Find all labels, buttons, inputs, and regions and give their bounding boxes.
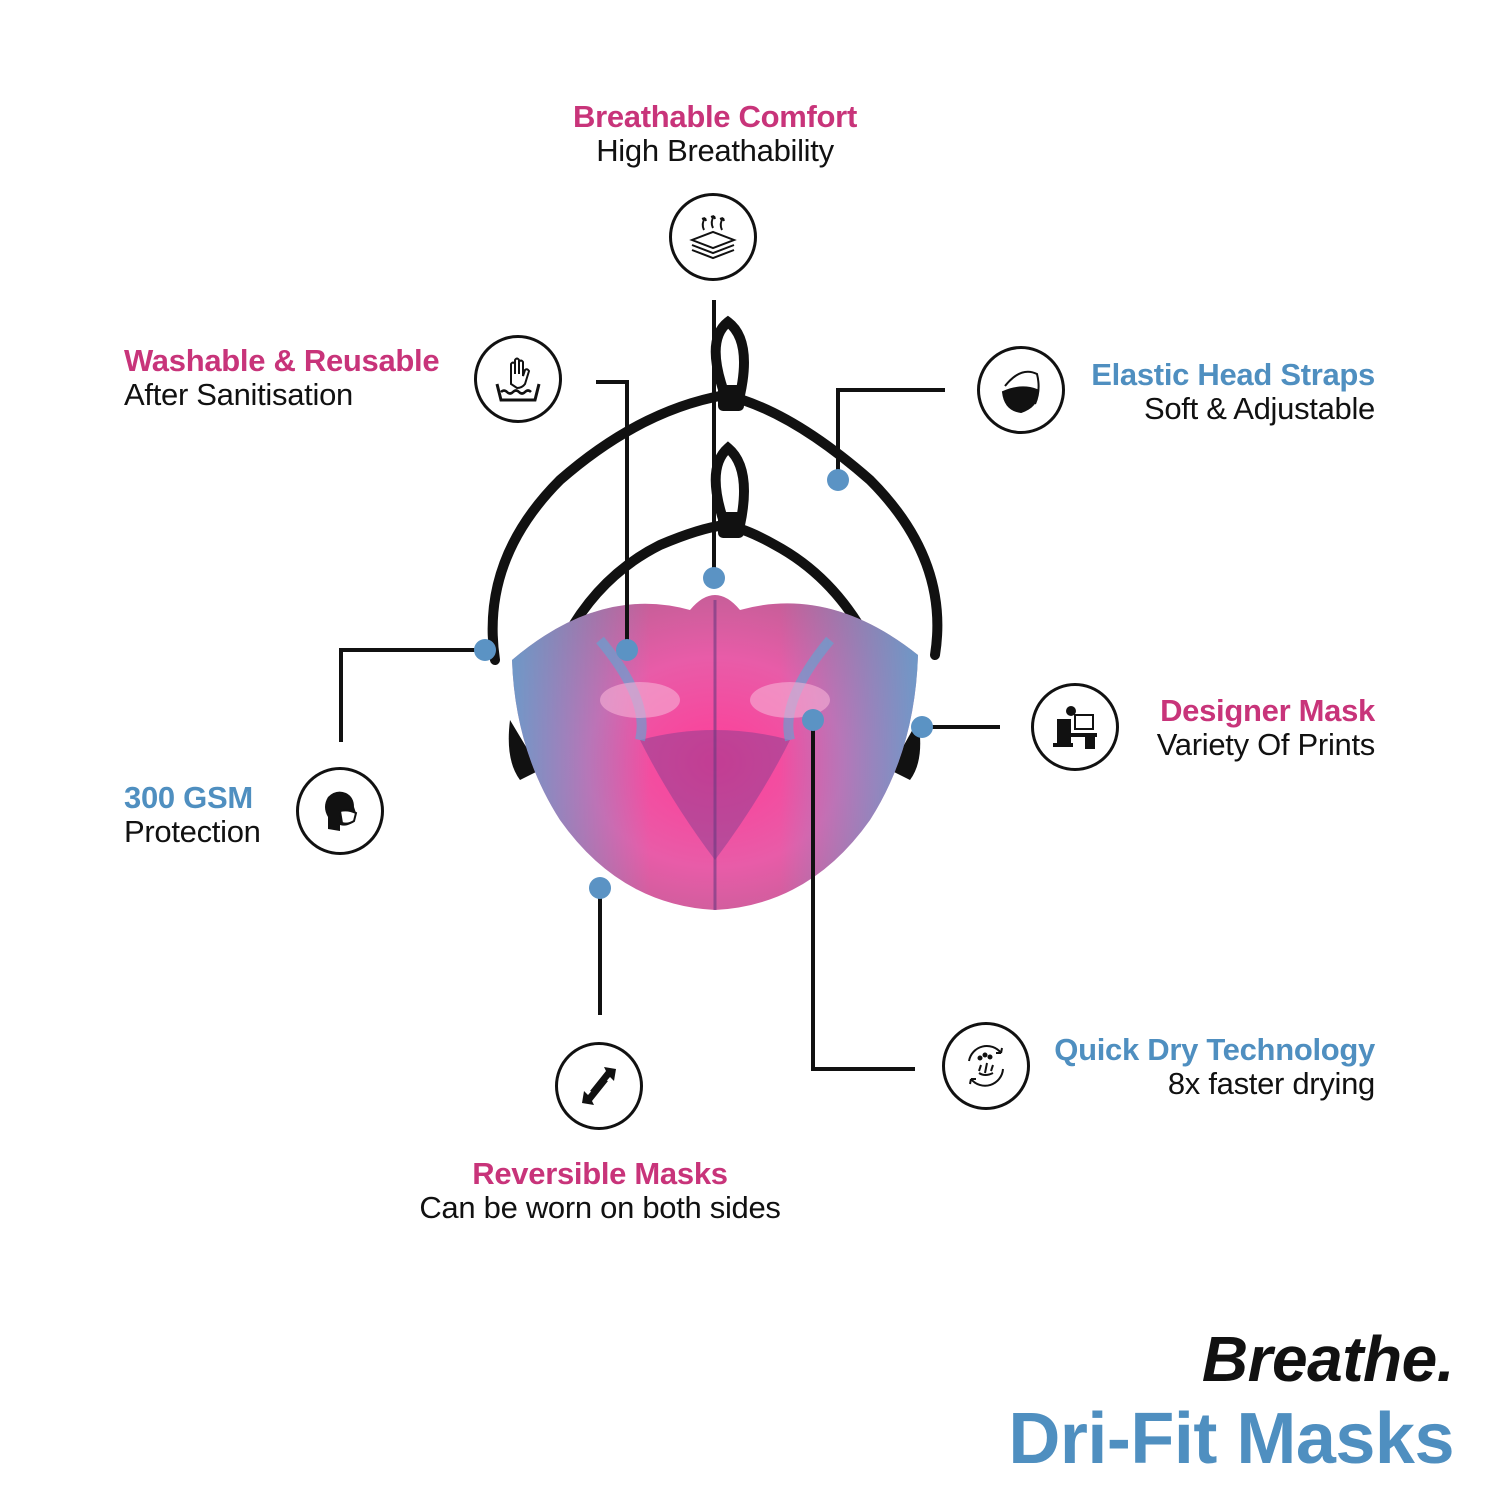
brand-product-name: Dri-Fit Masks [1008,1399,1454,1479]
hand-wash-icon [474,335,562,423]
face-mask-icon [977,346,1065,434]
feature-title: Elastic Head Straps [1091,357,1375,392]
feature-subtitle: Can be worn on both sides [419,1190,781,1226]
feature-subtitle: Protection [124,814,261,850]
feature-designer: Designer Mask Variety Of Prints [1035,693,1376,763]
feature-title: Reversible Masks [472,1156,728,1191]
feature-subtitle: Variety Of Prints [1156,727,1376,763]
reverse-arrows-icon [555,1042,643,1130]
feature-title: Designer Mask [1160,693,1375,728]
feature-subtitle: 8x faster drying [1167,1066,1375,1102]
feature-title: 300 GSM [124,780,253,815]
feature-subtitle: After Sanitisation [124,377,353,413]
connector-lines [339,300,1000,1071]
feature-elastic: Elastic Head Straps Soft & Adjustable [1035,357,1375,427]
designer-desk-icon [1031,683,1119,771]
feature-title: Quick Dry Technology [1054,1032,1375,1067]
feature-subtitle: Soft & Adjustable [1143,391,1375,427]
feature-washable: Washable & Reusable After Sanitisation [124,343,464,413]
feature-reversible: Reversible Masks Can be worn on both sid… [380,1156,820,1226]
head-with-mask-icon [296,767,384,855]
connector-dots [474,469,933,899]
feature-title: Washable & Reusable [124,343,440,378]
feature-subtitle: High Breathability [596,133,834,169]
breathable-fabric-icon [669,193,757,281]
brand-tagline: Breathe. [1201,1323,1455,1395]
feature-title: Breathable Comfort [573,99,857,134]
feature-breathable: Breathable Comfort High Breathability [520,99,910,169]
feature-quickdry: Quick Dry Technology 8x faster drying [1015,1032,1375,1102]
feature-gsm: 300 GSM Protection [124,780,324,850]
quick-dry-icon [942,1022,1030,1110]
